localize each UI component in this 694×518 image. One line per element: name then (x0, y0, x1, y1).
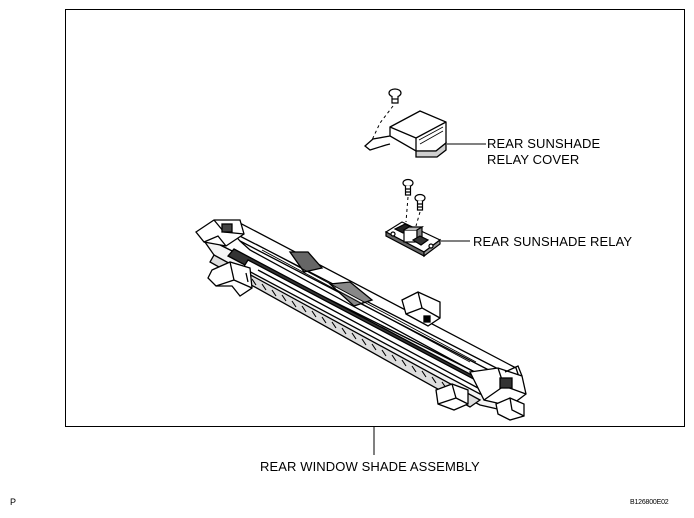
figure-code: B126800E02 (630, 499, 669, 506)
cover-screw (388, 88, 402, 104)
relay-cover (363, 110, 447, 158)
page-marker: P (10, 497, 17, 507)
diagram-frame (65, 9, 685, 427)
relay-board (384, 221, 442, 258)
relay-cover-label: REAR SUNSHADE (487, 136, 601, 151)
shade-assembly (195, 219, 527, 421)
relay-screws (402, 178, 426, 211)
cover-screw-leader (371, 105, 394, 141)
assembly-label: REAR WINDOW SHADE ASSEMBLY (260, 459, 480, 474)
relay-cover-label-line2: RELAY COVER (487, 152, 580, 167)
relay-label: REAR SUNSHADE RELAY (473, 234, 633, 249)
